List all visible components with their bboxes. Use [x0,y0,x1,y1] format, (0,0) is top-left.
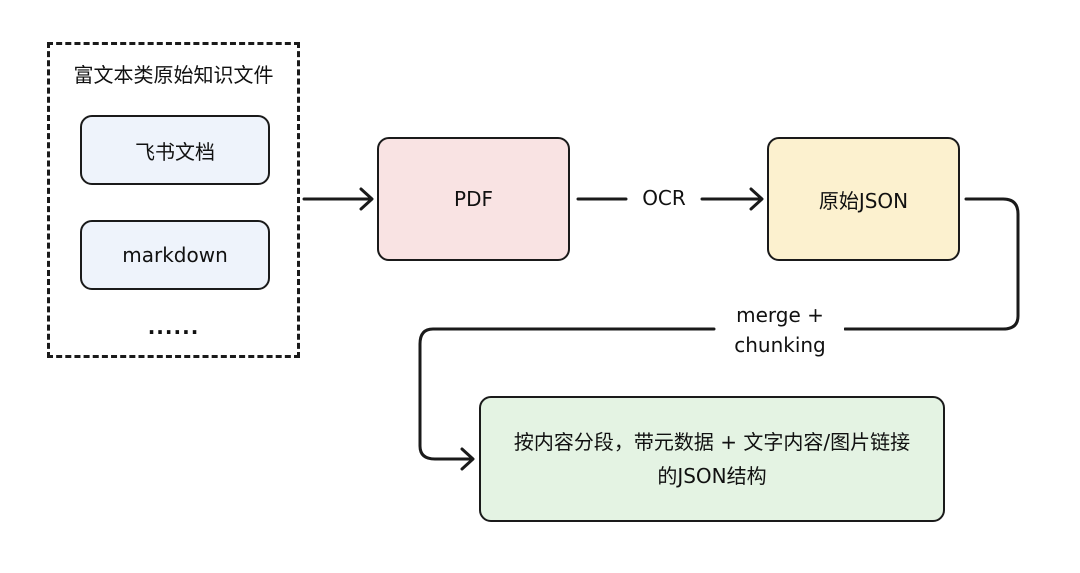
merge-label-line1: merge + [736,303,824,327]
merge-chunking-label: merge + chunking [716,300,844,360]
final-node-line2: 的JSON结构 [657,464,767,488]
pdf-node: PDF [377,137,570,261]
arrow-group-to-pdf-head [359,187,374,211]
raw-files-group: 富文本类原始知识文件 飞书文档 markdown ...... [47,42,300,358]
arrow-merge-to-final [418,327,716,461]
more-ellipsis: ...... [147,315,200,339]
ocr-label: OCR [628,186,700,210]
arrow-ocr-to-json-head [749,187,764,211]
merge-label-line2: chunking [734,333,826,357]
final-node-line1: 按内容分段，带元数据 + 文字内容/图片链接 [513,430,911,454]
raw-json-node: 原始JSON [767,137,960,261]
source-markdown: markdown [80,220,270,290]
group-title: 富文本类原始知识文件 [73,63,274,87]
source-feishu-doc: 飞书文档 [80,115,270,185]
arrow-json-to-merge [843,197,1020,331]
final-json-node: 按内容分段，带元数据 + 文字内容/图片链接 的JSON结构 [479,396,945,522]
arrow-merge-to-final-head [460,447,475,471]
